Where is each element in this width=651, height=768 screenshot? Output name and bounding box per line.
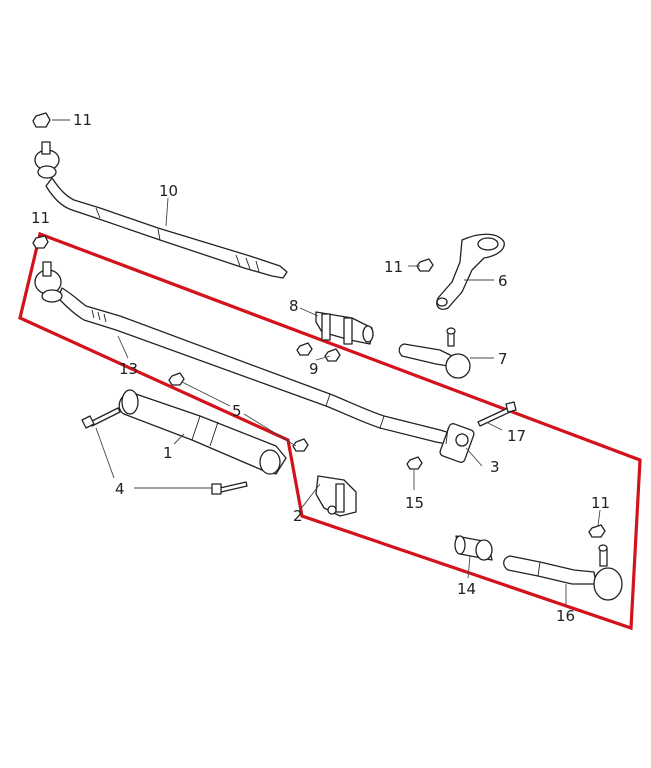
nuts-5 bbox=[168, 372, 309, 452]
callout-8: 8 bbox=[289, 297, 299, 315]
steering-damper-1 bbox=[118, 389, 287, 475]
callout-4: 4 bbox=[115, 480, 125, 498]
callout-11: 11 bbox=[73, 111, 92, 129]
tie-rod-end-16 bbox=[503, 544, 623, 601]
tie-rod-upper bbox=[45, 177, 288, 279]
pitman-arm-6 bbox=[436, 233, 505, 310]
callout-17: 17 bbox=[507, 427, 526, 445]
callout-9: 9 bbox=[309, 360, 319, 378]
nut-11-pitman bbox=[416, 258, 434, 272]
callout-5: 5 bbox=[232, 402, 242, 420]
highlight-region bbox=[18, 231, 642, 631]
callout-11: 11 bbox=[384, 258, 403, 276]
callout-15: 15 bbox=[405, 494, 424, 512]
clamp-3 bbox=[439, 423, 475, 463]
leader-lines bbox=[52, 119, 601, 606]
nut-11-left bbox=[32, 235, 49, 249]
callout-14: 14 bbox=[457, 580, 476, 598]
bracket-2 bbox=[315, 475, 357, 517]
callout-6: 6 bbox=[498, 272, 508, 290]
ball-joint-upper-left bbox=[34, 141, 60, 179]
callout-1: 1 bbox=[163, 444, 173, 462]
callout-2: 2 bbox=[293, 507, 303, 525]
callout-3: 3 bbox=[490, 458, 500, 476]
nut-11-upper bbox=[32, 112, 51, 128]
nuts-9 bbox=[296, 342, 341, 362]
bolt-4-lower bbox=[211, 481, 248, 495]
callout-10: 10 bbox=[159, 182, 178, 200]
bracket-8 bbox=[315, 311, 374, 345]
nut-15 bbox=[406, 456, 423, 470]
callout-13: 13 bbox=[119, 360, 138, 378]
bolt-4-upper bbox=[81, 407, 121, 429]
nut-11-right bbox=[588, 524, 606, 538]
stud-17 bbox=[477, 401, 517, 427]
callout-labels: 11 10 11 11 6 8 9 7 13 5 1 17 3 4 2 15 1… bbox=[31, 111, 610, 625]
callout-7: 7 bbox=[498, 350, 508, 368]
tie-rod-end-7 bbox=[398, 327, 471, 379]
callout-11: 11 bbox=[591, 494, 610, 512]
callout-16: 16 bbox=[556, 607, 575, 625]
ball-joint-main-left bbox=[34, 261, 63, 303]
sleeve-14 bbox=[454, 535, 493, 561]
callout-11: 11 bbox=[31, 209, 50, 227]
